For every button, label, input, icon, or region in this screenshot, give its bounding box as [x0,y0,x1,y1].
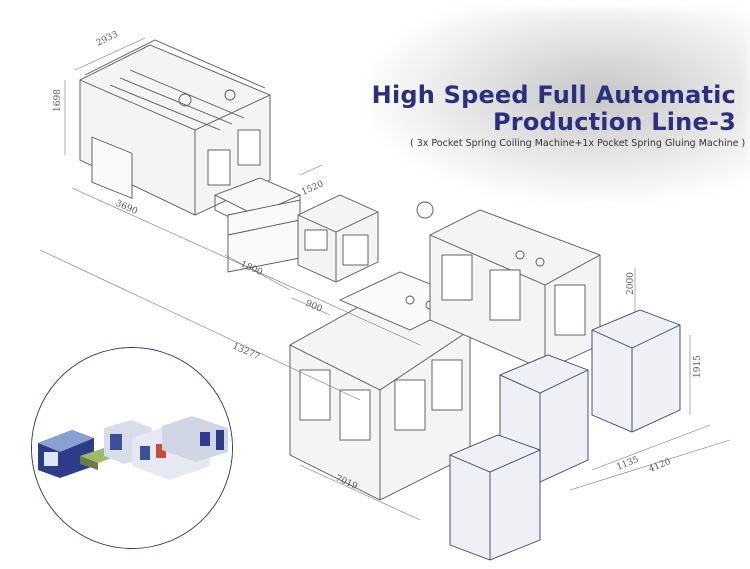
dim-3690: 3690 [114,199,139,218]
production-line-photo-inset [31,347,233,549]
photo-machine-4 [162,416,228,462]
production-line-photo [32,348,232,548]
spring-cage-1 [591,309,681,433]
spring-cage-3 [449,434,541,561]
photo-machine-1 [38,430,94,478]
dim-2933: 2933 [95,30,120,49]
dim-4120: 4120 [647,457,672,475]
title-line-2: Production Line-3 [493,108,736,136]
dim-900: 900 [304,299,324,315]
dim-1520: 1520 [300,179,325,198]
coiling-machine-4 [416,201,601,371]
dim-1698: 1698 [53,89,63,112]
title-line-1: High Speed Full Automatic [371,81,736,109]
conveyor-1 [213,177,302,273]
dim-1915: 1915 [693,355,703,378]
dim-1135: 1135 [615,455,640,473]
coiling-machine-2 [297,194,379,283]
title-block: High Speed Full Automatic Production Lin… [372,82,736,136]
dimension-lines [39,37,731,521]
dim-2000: 2000 [626,272,636,295]
coiling-machine-1 [79,39,271,216]
dim-13277: 13277 [231,342,261,363]
subtitle: ( 3x Pocket Spring Coiling Machine+1x Po… [410,138,746,149]
title-banner-shadow [370,10,750,200]
